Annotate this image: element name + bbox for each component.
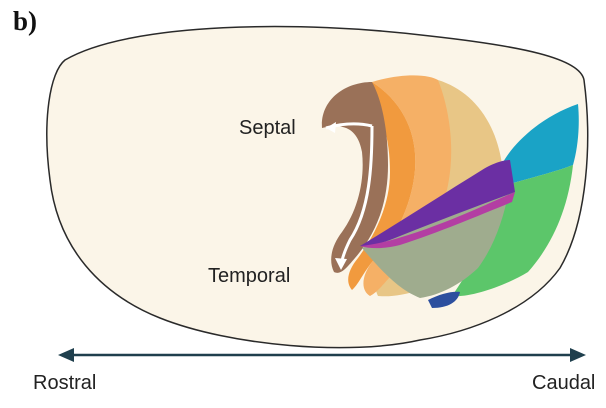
temporal-label: Temporal bbox=[208, 265, 290, 288]
septal-label: Septal bbox=[239, 117, 296, 140]
rostral-arrowhead bbox=[58, 348, 74, 362]
caudal-label: Caudal bbox=[532, 372, 595, 395]
panel-label: b) bbox=[13, 6, 37, 37]
caudal-arrowhead bbox=[570, 348, 586, 362]
rostral-label: Rostral bbox=[33, 372, 96, 395]
